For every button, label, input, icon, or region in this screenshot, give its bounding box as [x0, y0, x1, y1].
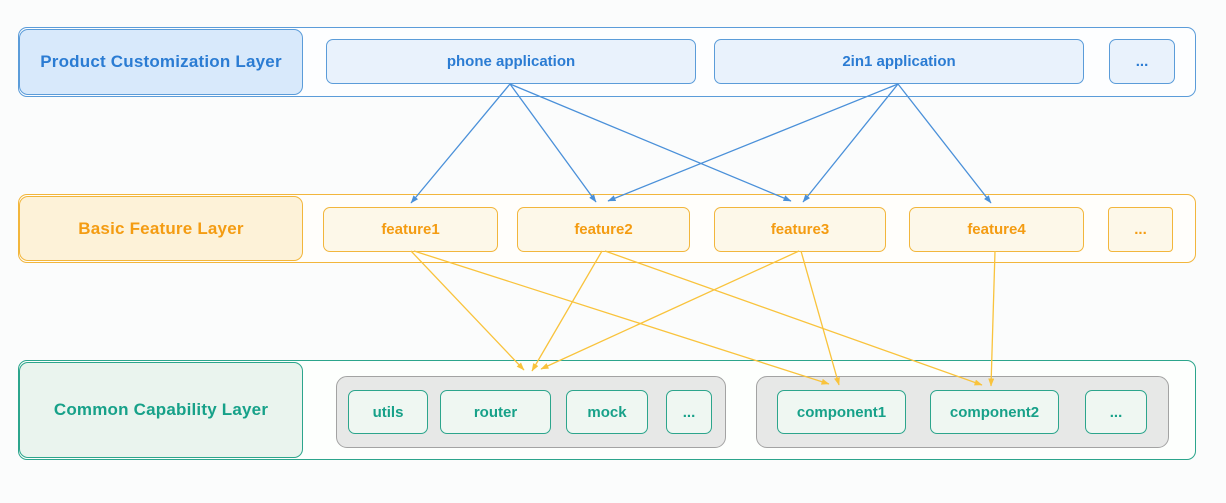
node-utils-group-ellipsis: ... — [666, 390, 712, 434]
product-customization-layer: Product Customization Layer phone applic… — [18, 27, 1196, 97]
arrow-feature1-to-utils-group — [410, 250, 525, 371]
node-component1: component1 — [777, 390, 906, 434]
arrow-2in1-application-to-feature2 — [607, 83, 899, 202]
node-utils: utils — [348, 390, 428, 434]
node-2in1-application: 2in1 application — [714, 39, 1084, 84]
node-product-ellipsis: ... — [1109, 39, 1175, 84]
arrow-phone-application-to-feature2 — [509, 83, 597, 203]
node-feature-ellipsis: ... — [1108, 207, 1173, 252]
node-feature1: feature1 — [323, 207, 498, 252]
arrow-phone-application-to-feature3 — [509, 83, 792, 202]
node-phone-application: phone application — [326, 39, 696, 84]
basic-feature-layer: Basic Feature Layer feature1 feature2 fe… — [18, 194, 1196, 263]
arrow-feature2-to-utils-group — [531, 250, 603, 372]
utils-group: utils router mock ... — [336, 376, 726, 448]
node-mock: mock — [566, 390, 648, 434]
node-feature2: feature2 — [517, 207, 690, 252]
arrow-phone-application-to-feature1 — [410, 83, 511, 204]
node-router: router — [440, 390, 551, 434]
node-feature4: feature4 — [909, 207, 1084, 252]
component-group: component1 component2 ... — [756, 376, 1169, 448]
basic-feature-layer-label: Basic Feature Layer — [19, 196, 303, 261]
common-capability-layer: Common Capability Layer utils router moc… — [18, 360, 1196, 460]
arrow-2in1-application-to-feature3 — [802, 83, 899, 203]
product-customization-layer-label: Product Customization Layer — [19, 29, 303, 95]
node-component-group-ellipsis: ... — [1085, 390, 1147, 434]
arrow-feature3-to-utils-group — [540, 250, 800, 370]
arrow-2in1-application-to-feature4 — [897, 83, 992, 204]
node-component2: component2 — [930, 390, 1059, 434]
node-feature3: feature3 — [714, 207, 886, 252]
common-capability-layer-label: Common Capability Layer — [19, 362, 303, 458]
